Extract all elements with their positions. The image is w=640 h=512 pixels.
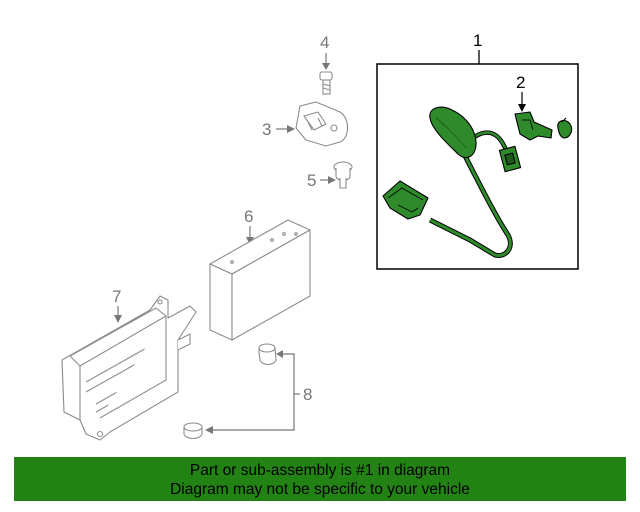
banner-line-1: Part or sub-assembly is #1 in diagram: [189, 462, 451, 479]
callout-3-group: 3: [262, 120, 295, 139]
callout-7-group: 7: [112, 287, 122, 323]
callout-6-label: 6: [244, 207, 253, 226]
part-1-cable: [429, 149, 512, 258]
part-3-bracket: [295, 101, 349, 147]
parts-diagram: 1 2 4: [61, 31, 579, 441]
banner-line-2: Diagram may not be specific to your vehi…: [170, 481, 470, 498]
callout-2-label: 2: [516, 73, 525, 92]
callout-4-label: 4: [320, 33, 329, 52]
callout-1-label: 1: [473, 31, 482, 50]
callout-8-label: 8: [303, 385, 312, 404]
part-1-sensor-assembly: [382, 106, 522, 259]
part-2-clip: [557, 119, 573, 139]
part-8-grommets: [183, 343, 277, 440]
part-6-module: [209, 219, 311, 341]
callout-8-group: 8: [205, 350, 312, 434]
callout-4-group: 4: [320, 33, 330, 70]
part-4-bolt: [319, 71, 333, 95]
part-8-grommet-upper: [258, 343, 277, 366]
part-1-grommet: [429, 106, 477, 159]
part-7-bracket: [61, 295, 197, 441]
part-2-bracket: [514, 111, 573, 141]
part-1-frame: [376, 63, 579, 270]
part-5-nut: [333, 161, 353, 189]
callout-2-group: 2: [516, 73, 526, 112]
callout-6-group: 6: [244, 207, 254, 245]
callout-1-group: 1: [376, 31, 579, 270]
part-8-grommet-lower: [183, 422, 203, 440]
part-1-sensor-head: [382, 180, 429, 220]
callout-5-label: 5: [307, 171, 316, 190]
callout-7-label: 7: [112, 287, 121, 306]
callout-3-label: 3: [262, 120, 271, 139]
footer-banner: Part or sub-assembly is #1 in diagram Di…: [14, 457, 626, 501]
callout-5-group: 5: [307, 171, 336, 190]
